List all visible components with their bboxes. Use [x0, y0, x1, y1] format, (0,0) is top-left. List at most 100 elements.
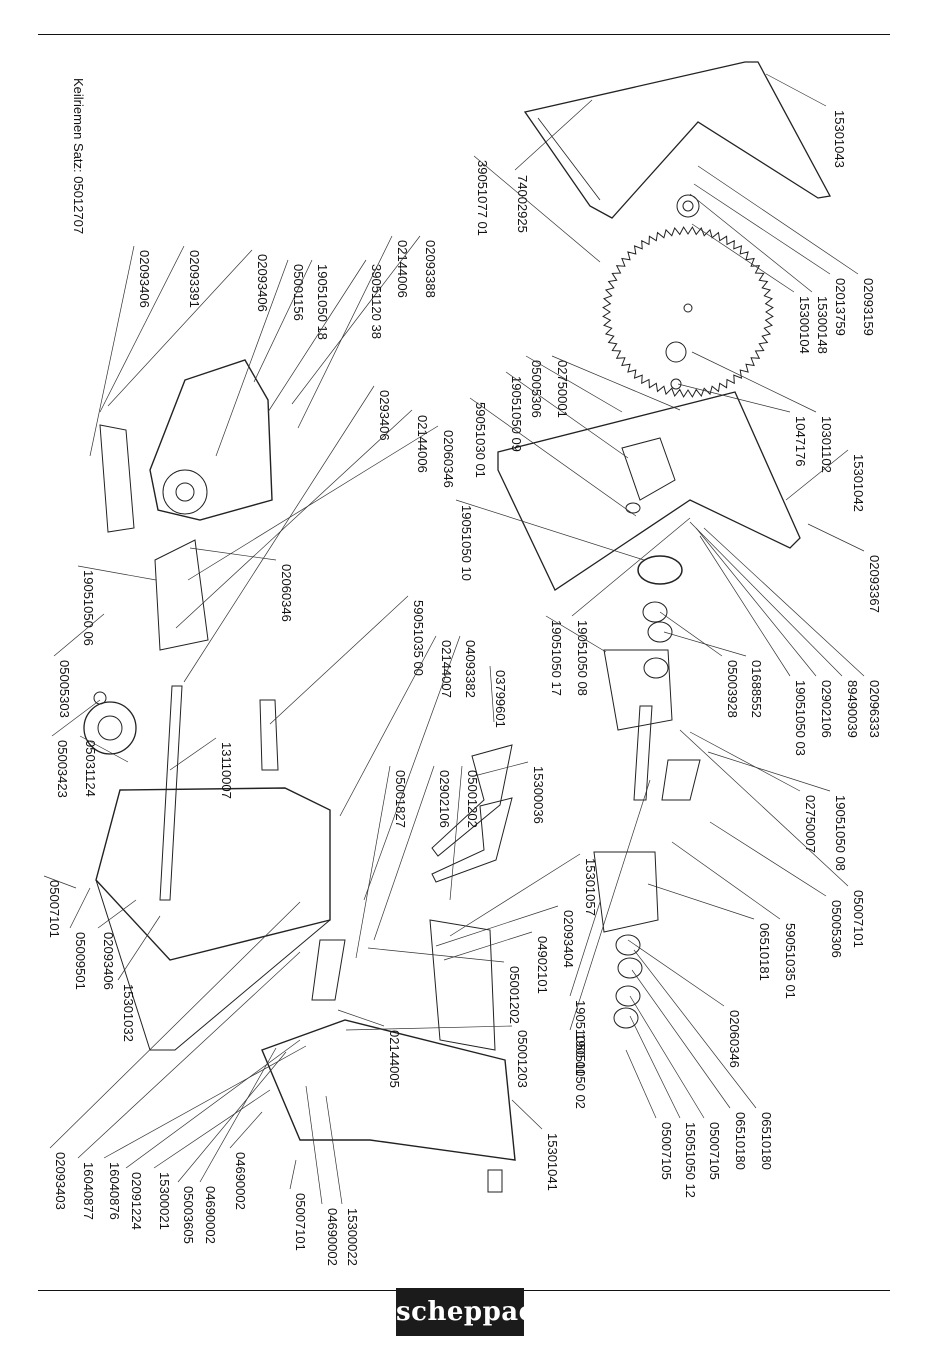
blade-flange-inner: [682, 200, 694, 212]
part-label-1905105002: 19051050 02: [573, 1033, 588, 1109]
leader-line-5: [693, 183, 831, 275]
leader-line-45: [355, 765, 391, 959]
top-rule: [38, 34, 890, 35]
leader-line-62: [707, 751, 831, 792]
drive-pulley-hub: [97, 715, 123, 741]
leader-line-26: [297, 235, 393, 429]
part-label-1905105018: 19051050 18: [315, 264, 330, 340]
part-label-05005306: 05005306: [529, 360, 544, 418]
disc-part-5: [617, 957, 643, 979]
disc-part-3: [643, 657, 669, 679]
leader-line-64: [709, 821, 827, 897]
leader-line-29: [215, 259, 289, 457]
part-label-89490039: 89490039: [845, 680, 860, 738]
leader-line-33: [77, 565, 157, 581]
leader-line-44: [373, 765, 435, 941]
leader-line-27: [267, 259, 367, 413]
part-label-02093159: 02093159: [861, 278, 876, 336]
part-label-02093388: 02093388: [423, 240, 438, 298]
part-label-1905105006: 19051050 06: [81, 570, 96, 646]
leader-line-9: [677, 383, 791, 413]
part-label-02093391: 02093391: [187, 250, 202, 308]
saw-table: [497, 391, 801, 591]
leader-line-54: [449, 853, 581, 937]
bearing-housing-upper: [603, 649, 673, 731]
leader-line-19: [659, 611, 723, 657]
leader-line-30: [107, 249, 253, 407]
table-pulley: [637, 555, 683, 585]
leader-line-80: [177, 1051, 287, 1183]
part-label-1905105008: 19051050 08: [833, 795, 848, 871]
engine-base-plate: [154, 539, 209, 651]
part-label-05007105: 05007105: [659, 1122, 674, 1180]
part-label-05031124: 05031124: [83, 740, 98, 797]
part-label-16040876: 16040876: [107, 1162, 122, 1220]
part-label-05007101: 05007101: [47, 880, 62, 938]
leader-line-18: [545, 615, 607, 653]
part-label-02093367: 02093367: [867, 555, 882, 613]
leader-line-56: [443, 931, 533, 961]
part-label-05007101: 05007101: [851, 890, 866, 948]
blade-flange-lower: [665, 341, 687, 363]
guard-edge: [537, 117, 601, 201]
leader-line-12: [525, 355, 623, 413]
disc-part-6: [615, 985, 641, 1007]
part-label-04093382: 04093382: [463, 640, 478, 698]
leader-line-52: [97, 899, 137, 929]
leader-line-70: [631, 969, 731, 1109]
part-label-1047176: 1047176: [793, 416, 808, 467]
saw-blade: [602, 226, 774, 398]
leader-line-67: [627, 939, 725, 1007]
drive-shaft: [159, 685, 183, 901]
engine-hub: [175, 482, 195, 502]
part-label-02093404: 02093404: [561, 910, 576, 968]
part-label-03799601: 03799601: [493, 670, 508, 728]
part-label-05001156: 05001156: [291, 264, 306, 321]
leader-line-13: [505, 371, 629, 459]
part-label-1905105001: 19051050 01: [573, 1000, 588, 1076]
leader-line-28: [253, 259, 313, 383]
leader-line-49: [79, 735, 129, 763]
part-label-04690002: 04690002: [203, 1186, 218, 1244]
part-label-1905105017: 19051050 17: [549, 620, 564, 696]
part-label-3905107701: 39051077 01: [475, 160, 490, 236]
leader-line-32: [89, 245, 135, 457]
leader-line-65: [671, 841, 781, 920]
leader-line-15: [455, 499, 645, 561]
leader-line-53: [117, 915, 161, 981]
engine-flywheel: [162, 469, 208, 515]
leader-line-6: [689, 193, 813, 293]
leader-line-31: [99, 245, 185, 413]
disc-part-2: [647, 621, 673, 643]
leader-line-73: [625, 1049, 657, 1119]
part-label-05003605: 05003605: [181, 1186, 196, 1244]
pulley-washer: [93, 691, 107, 705]
brand-logo: scheppach: [396, 1288, 554, 1336]
part-label-5905103001: 59051030 01: [473, 402, 488, 478]
part-label-0293406: 0293406: [377, 390, 392, 441]
blade-arbor-hole: [683, 303, 693, 313]
arbor-bearing: [625, 502, 641, 514]
leader-line-75: [229, 1111, 263, 1149]
leader-line-11: [551, 355, 681, 411]
blade-flange-outer: [676, 194, 700, 218]
part-label-15300022: 15300022: [345, 1208, 360, 1266]
leader-line-46: [169, 737, 217, 771]
leader-line-82: [125, 1039, 301, 1169]
leader-line-74: [511, 1099, 543, 1130]
part-label-02144007: 02144007: [439, 640, 454, 698]
leader-line-47: [53, 613, 105, 657]
bearing-housing-lower: [593, 851, 659, 933]
part-label-01688552: 01688552: [749, 660, 764, 718]
part-label-06510180: 06510180: [759, 1112, 774, 1170]
spindle: [633, 705, 653, 801]
leader-line-40: [363, 635, 461, 901]
leader-line-51: [69, 887, 91, 929]
leader-line-79: [199, 1047, 277, 1183]
part-label-02060346: 02060346: [441, 430, 456, 488]
leader-line-42: [473, 761, 529, 777]
leader-line-83: [103, 1045, 307, 1159]
engine-block: [149, 359, 273, 521]
part-label-04690002: 04690002: [233, 1152, 248, 1210]
